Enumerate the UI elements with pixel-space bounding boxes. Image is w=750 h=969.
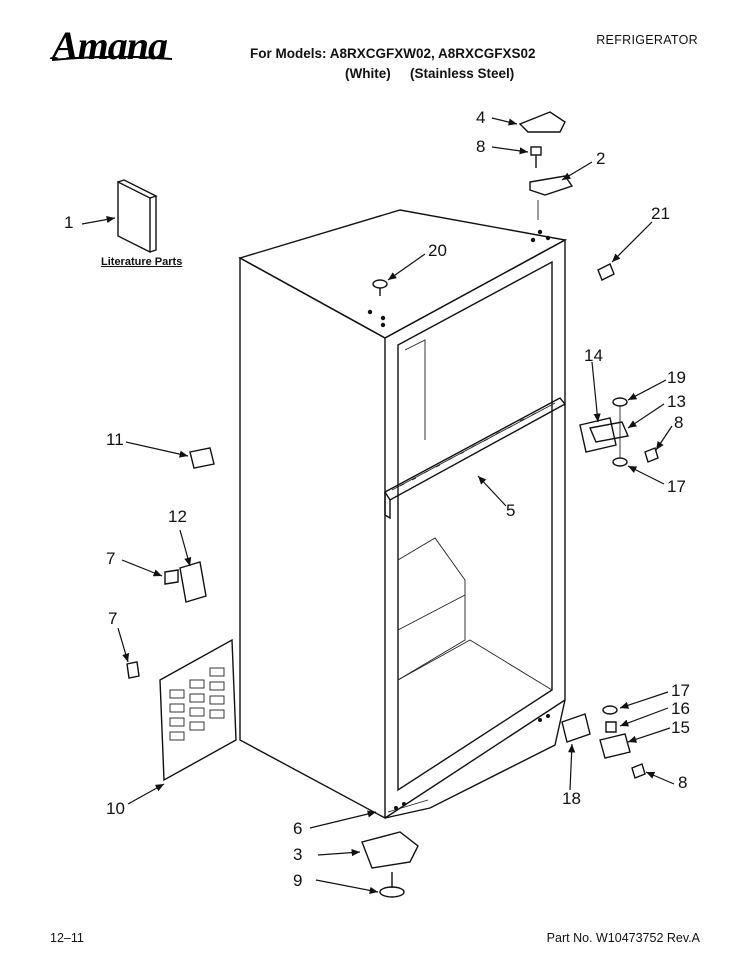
callout-11: 11 (106, 430, 124, 449)
top-hinge-part (529, 175, 574, 196)
literature-parts-label: Literature Parts (101, 256, 183, 268)
hinge-cover-part (518, 111, 566, 133)
callout-17-center: 17 (667, 477, 686, 496)
top-plug-part (372, 279, 388, 296)
callout-12: 12 (168, 507, 187, 526)
footer-part-number: Part No. W10473752 Rev.A (546, 931, 700, 945)
category-label: REFRIGERATOR (596, 33, 698, 47)
callout-8-center: 8 (674, 413, 684, 432)
callout-21: 21 (651, 204, 670, 223)
refrigerator-cabinet (238, 209, 568, 820)
callout-2: 2 (596, 149, 606, 168)
callout-leaders (81, 117, 675, 894)
callout-7-upper: 7 (106, 549, 116, 568)
rear-panel-part (159, 638, 237, 782)
leveler-bracket-part (361, 831, 419, 869)
callout-7-lower: 7 (108, 609, 118, 628)
callout-16: 16 (671, 699, 690, 718)
variant-stainless: (Stainless Steel) (410, 66, 515, 81)
hinge-plug-part (597, 263, 615, 281)
models-line: For Models: A8RXCGFXW02, A8RXCGFXS02 (250, 46, 536, 61)
screw-top-part (530, 146, 542, 168)
variant-white: (White) (345, 66, 391, 81)
callout-5: 5 (506, 501, 516, 520)
callout-15: 15 (671, 718, 690, 737)
screw-part (126, 661, 140, 679)
callout-8-bottom: 8 (678, 773, 688, 792)
callout-14: 14 (584, 346, 603, 365)
callout-4: 4 (476, 108, 486, 127)
callout-10: 10 (106, 799, 125, 818)
brand-logo: Amana (52, 23, 168, 68)
bracket-part (164, 561, 207, 603)
callout-9: 9 (293, 871, 303, 890)
callout-18: 18 (562, 789, 581, 808)
clip-part (189, 447, 215, 469)
callout-13: 13 (667, 392, 686, 411)
literature-book-part (117, 179, 158, 254)
callout-1: 1 (64, 213, 74, 232)
callout-19: 19 (667, 368, 686, 387)
logo-swoosh (52, 56, 172, 61)
footer-date: 12–11 (50, 931, 84, 945)
callout-17-bottom: 17 (671, 681, 690, 700)
bottom-hinge-assembly (561, 705, 646, 779)
callout-8-top: 8 (476, 137, 486, 156)
callout-3: 3 (293, 845, 303, 864)
center-hinge-assembly (579, 397, 659, 467)
callout-20: 20 (428, 241, 447, 260)
callout-6: 6 (293, 819, 303, 838)
leveling-leg-part (379, 872, 405, 898)
